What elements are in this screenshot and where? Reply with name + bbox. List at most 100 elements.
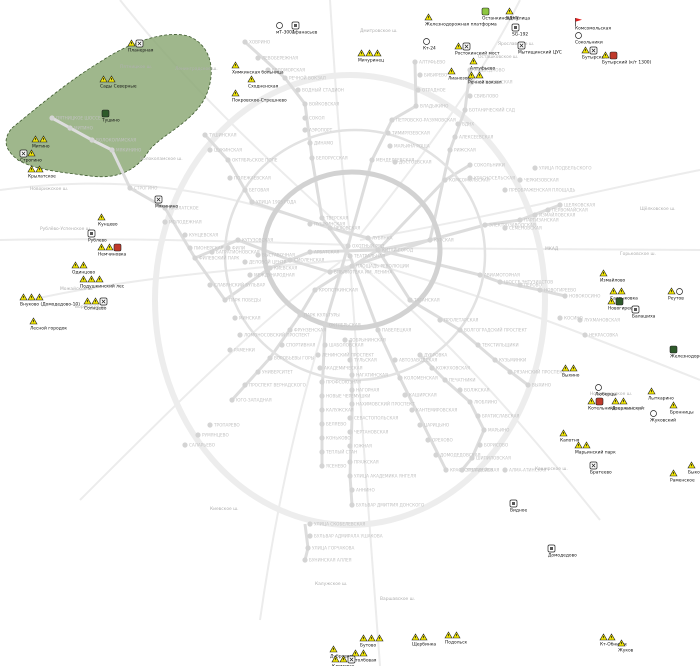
poi-marker[interactable]: Салтыковка bbox=[609, 287, 638, 302]
metro-station[interactable]: ЭЛЕКТРОЗАВОДСКАЯ bbox=[482, 222, 536, 228]
poi-marker[interactable]: Речной вокзал bbox=[467, 71, 502, 86]
metro-station[interactable]: УЛИЦА ГОРЧАКОВА bbox=[305, 545, 355, 551]
metro-station[interactable]: ТУЛЬСКАЯ bbox=[347, 357, 377, 363]
poi-marker[interactable]: Одинцово bbox=[71, 261, 95, 276]
metro-station[interactable]: ЛЮБЛИНО bbox=[467, 399, 498, 405]
metro-station[interactable]: БИБЛИОТЕКА ИМ. ЛЕНИНА bbox=[327, 269, 392, 275]
poi-marker[interactable]: Раменское bbox=[669, 469, 695, 484]
metro-station[interactable]: ПРЕОБРАЖЕНСКАЯ ПЛОЩАДЬ bbox=[502, 187, 575, 193]
metro-station[interactable]: КАНТЕМИРОВСКАЯ bbox=[409, 407, 457, 413]
metro-station[interactable]: УНИВЕРСИТЕТ bbox=[255, 369, 293, 375]
metro-station[interactable]: ВОЛГОГРАДСКИЙ ПРОСПЕКТ bbox=[457, 327, 528, 333]
poi-marker[interactable]: Бутырский (к/т 1300) bbox=[601, 51, 652, 66]
poi-marker[interactable]: Лыткарино bbox=[647, 387, 674, 402]
metro-station[interactable]: СВИБЛОВО bbox=[467, 93, 499, 99]
metro-station[interactable]: ВОРОБЬЕВЫ ГОРЫ bbox=[267, 355, 315, 361]
metro-station[interactable]: ПРОФСОЮЗНАЯ bbox=[319, 379, 361, 385]
metro-station[interactable]: ФРУНЗЕНСКАЯ bbox=[287, 327, 326, 333]
poi-marker[interactable]: Капотня bbox=[559, 429, 580, 444]
poi-marker[interactable]: Лесной городок bbox=[29, 317, 67, 332]
metro-station[interactable]: РИЖСКАЯ bbox=[447, 147, 476, 153]
metro-station[interactable]: БЕЛОМОРСКАЯ bbox=[265, 67, 305, 73]
poi-marker[interactable]: Сходненская bbox=[247, 75, 279, 90]
poi-marker[interactable]: Солнцево bbox=[83, 297, 108, 312]
metro-station[interactable]: ЛУБЯНКА bbox=[365, 235, 393, 241]
poi-marker[interactable]: Котельники bbox=[587, 397, 616, 412]
metro-station[interactable]: БАБУШКИНСКАЯ bbox=[469, 79, 513, 85]
poi-marker[interactable]: Столбовая bbox=[351, 649, 377, 664]
metro-station[interactable]: УЛИЦА ПОДБЕЛЬСКОГО bbox=[532, 165, 592, 171]
metro-station[interactable]: МАРЬИНО bbox=[481, 427, 510, 433]
metro-station[interactable]: АЛЕКСЕЕВСКАЯ bbox=[452, 134, 493, 140]
metro-station[interactable]: СМОЛЕНСКАЯ bbox=[287, 257, 325, 263]
metro-station[interactable]: АРБАТСКАЯ bbox=[307, 249, 339, 255]
metro-station[interactable]: КРАСНОСЕЛЬСКАЯ bbox=[467, 175, 515, 181]
metro-station[interactable]: ОКТЯБРЬСКОЕ ПОЛЕ bbox=[225, 157, 278, 163]
metro-station[interactable]: ТЕПЛЫЙ СТАН bbox=[319, 449, 357, 455]
metro-station[interactable]: ДОМОДЕДОВСКАЯ bbox=[433, 452, 481, 458]
poi-marker[interactable]: Домодедово bbox=[547, 544, 577, 559]
poi-marker[interactable]: Видное bbox=[509, 499, 527, 514]
poi-marker[interactable]: Подушкинский лес bbox=[79, 275, 125, 290]
metro-station[interactable]: КРЫЛАТСКОЕ bbox=[162, 205, 199, 211]
metro-station[interactable]: КАЛУЖСКАЯ bbox=[319, 407, 354, 413]
metro-station[interactable]: ПУШКИНСКАЯ bbox=[307, 221, 345, 227]
poi-marker[interactable]: Балашиха bbox=[631, 305, 656, 320]
metro-station[interactable]: ВОЛОКОЛАМСКАЯ bbox=[89, 137, 136, 143]
poi-marker[interactable]: Мякинино bbox=[154, 195, 179, 210]
metro-station[interactable]: НАГАТИНСКАЯ bbox=[349, 372, 388, 378]
metro-station[interactable]: ТРОПАРЕВО bbox=[207, 422, 240, 428]
poi-marker[interactable]: Планерная bbox=[127, 39, 154, 54]
metro-station[interactable]: ВЛАДЫКИНО bbox=[413, 103, 449, 109]
metro-station[interactable]: ЗЯБЛИКОВО bbox=[459, 467, 494, 473]
poi-marker[interactable]: Рублево bbox=[87, 229, 107, 244]
metro-station[interactable]: БЕЛОРУССКАЯ bbox=[309, 155, 348, 161]
metro-station[interactable]: ТИМИРЯЗЕВСКАЯ bbox=[385, 130, 430, 136]
poi-marker[interactable]: Сады Северные bbox=[99, 75, 137, 90]
metro-station[interactable]: БУНИНСКАЯ АЛЛЕЯ bbox=[302, 557, 352, 563]
metro-station[interactable]: МИТИНО bbox=[67, 125, 94, 131]
metro-station[interactable]: ДУБРОВКА bbox=[417, 352, 447, 358]
poi-marker[interactable]: Немчиновка bbox=[97, 243, 127, 258]
metro-station[interactable]: ПЕТРОВСКО-РАЗУМОВСКАЯ bbox=[389, 117, 456, 123]
metro-station[interactable]: НЕКРАСОВКА bbox=[582, 332, 618, 338]
poi-marker[interactable]: Реутов bbox=[667, 287, 684, 302]
poi-marker[interactable]: Новогиреево bbox=[607, 297, 638, 312]
poi-marker[interactable]: Дзержинский bbox=[611, 397, 644, 412]
poi-marker[interactable]: Химкинская больница bbox=[231, 61, 284, 76]
metro-station[interactable]: БУЛЬВАР ДМИТРИЯ ДОНСКОГО bbox=[349, 502, 425, 508]
metro-station[interactable]: ИЗМАЙЛОВСКАЯ bbox=[532, 212, 576, 218]
metro-station[interactable]: РАМЕНКИ bbox=[227, 347, 255, 353]
metro-station[interactable]: ЯСЕНЕВО bbox=[319, 463, 347, 469]
poi-marker[interactable]: Кунцево bbox=[97, 213, 118, 228]
metro-station[interactable]: МЕЖДУНАРОДНАЯ bbox=[247, 272, 295, 278]
metro-station[interactable]: КОСИНО bbox=[557, 315, 583, 321]
metro-station[interactable]: БЕЛЯЕВО bbox=[319, 421, 347, 427]
metro-station[interactable]: ЮЖНАЯ bbox=[347, 443, 372, 449]
poi-marker[interactable]: Быково bbox=[687, 461, 700, 476]
poi-marker[interactable]: Крылатское bbox=[27, 165, 56, 180]
poi-marker[interactable]: Щербинка bbox=[411, 633, 436, 648]
poi-marker[interactable]: Митино bbox=[31, 135, 50, 150]
metro-station[interactable]: АННИНО bbox=[349, 487, 375, 493]
poi-marker[interactable]: Кт-24 bbox=[423, 38, 436, 52]
metro-station[interactable]: МЕДВЕДКОВО bbox=[467, 67, 505, 73]
metro-station[interactable]: ПАРТИЗАНСКАЯ bbox=[517, 217, 559, 223]
metro-station[interactable]: ЧЕРКИЗОВСКАЯ bbox=[517, 177, 559, 183]
points-of-interest[interactable]: ПланернаямТ-3001АфанасьевЖелезнодорожная… bbox=[19, 7, 700, 666]
metro-station[interactable]: ЛЕНИНСКИЙ ПРОСПЕКТ bbox=[315, 352, 374, 358]
metro-station[interactable]: МОЛОДЕЖНАЯ bbox=[162, 219, 202, 225]
metro-station[interactable]: НОВОГИРЕЕВО bbox=[537, 287, 577, 293]
metro-station[interactable]: ЛЕВОБЕРЕЖНАЯ bbox=[255, 55, 298, 61]
poi-marker[interactable]: Выхино bbox=[561, 364, 580, 379]
poi-marker[interactable]: Останкинская улица bbox=[481, 7, 530, 22]
metro-station[interactable]: МЯКИНИНО bbox=[109, 147, 142, 153]
poi-marker[interactable]: Братеево bbox=[589, 461, 612, 476]
metro-station[interactable]: ЧЕХОВСКАЯ bbox=[327, 225, 360, 231]
metro-station[interactable]: КИЕВСКАЯ bbox=[267, 265, 297, 271]
poi-marker[interactable]: Алтуфьево bbox=[469, 57, 496, 72]
metro-station[interactable]: КОЛОМЕНСКАЯ bbox=[397, 375, 438, 381]
metro-station[interactable]: ЩЕЛКОВСКАЯ bbox=[557, 202, 595, 208]
metro-station[interactable]: КУЗЬМИНКИ bbox=[492, 357, 526, 363]
metro-station[interactable]: ТЕКСТИЛЬЩИКИ bbox=[475, 342, 519, 348]
